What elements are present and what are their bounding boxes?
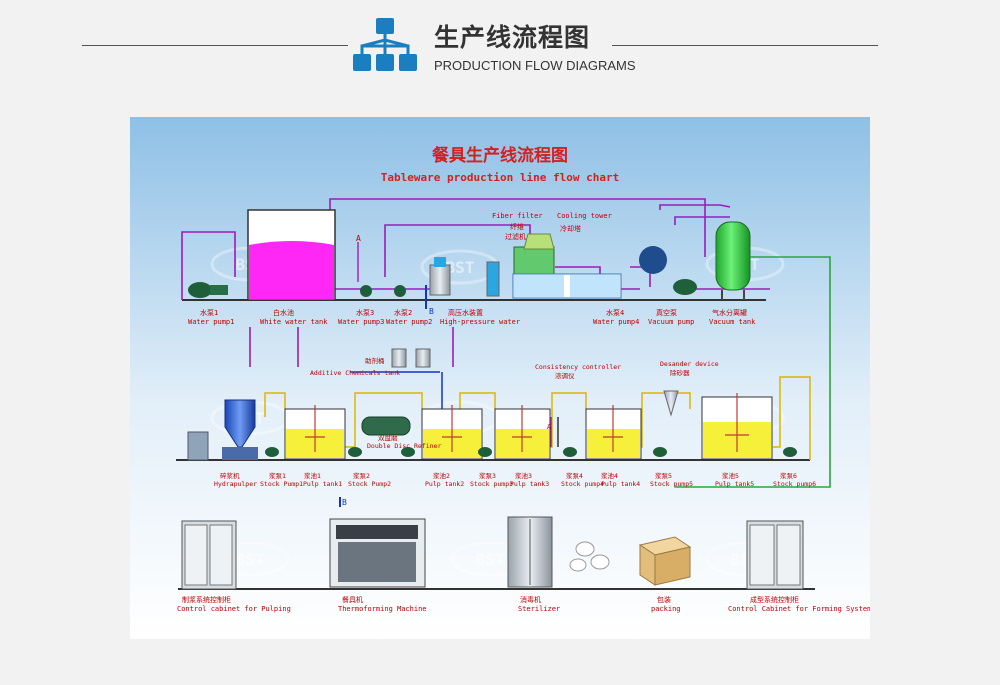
svg-text:Cooling tower: Cooling tower — [557, 212, 612, 220]
hydrapulper-motor — [187, 431, 209, 461]
svg-text:packing: packing — [651, 605, 681, 613]
row3-labels: 制浆系统控制柜 Control cabinet for Pulping 餐具机 … — [177, 595, 870, 613]
svg-text:浆泵1: 浆泵1 — [269, 471, 286, 480]
svg-text:Thermoforming Machine: Thermoforming Machine — [338, 605, 427, 613]
header-line-left — [82, 45, 348, 46]
svg-text:BST: BST — [236, 550, 265, 569]
svg-text:Double Disc Refiner: Double Disc Refiner — [367, 442, 441, 450]
svg-text:浆泵2: 浆泵2 — [353, 471, 370, 480]
svg-text:Water pump2: Water pump2 — [386, 318, 432, 326]
cooling-tower — [523, 233, 555, 250]
section-header: 生产线流程图 PRODUCTION FLOW DIAGRAMS — [0, 0, 1000, 110]
svg-text:Hydrapulper: Hydrapulper — [214, 480, 257, 488]
svg-text:浆泵4: 浆泵4 — [566, 471, 583, 480]
desander — [663, 390, 679, 417]
white-water-tank-fill — [249, 241, 334, 299]
svg-text:消毒机: 消毒机 — [520, 595, 541, 604]
svg-text:气水分离罐: 气水分离罐 — [712, 308, 747, 317]
diagram-title-cn: 餐具生产线流程图 — [432, 145, 568, 166]
svg-text:Stock pump5: Stock pump5 — [650, 480, 693, 488]
row2-labels: 助剂桶 Additive Chemicals tank Consistency … — [214, 356, 816, 488]
svg-text:Stock pump3: Stock pump3 — [470, 480, 513, 488]
svg-text:冷却塔: 冷却塔 — [560, 224, 581, 233]
header-line-right — [612, 45, 878, 46]
svg-text:浆池5: 浆池5 — [722, 471, 739, 480]
svg-text:除砂器: 除砂器 — [670, 368, 690, 377]
svg-text:成型系统控制柜: 成型系统控制柜 — [750, 595, 799, 604]
double-disc-refiner — [361, 416, 411, 436]
svg-text:Pulp tank3: Pulp tank3 — [510, 480, 549, 488]
tank-agitators — [305, 393, 749, 452]
svg-text:水泵1: 水泵1 — [200, 308, 218, 317]
svg-text:碎浆机: 碎浆机 — [220, 471, 240, 480]
svg-text:Pulp tank1: Pulp tank1 — [303, 480, 342, 488]
svg-text:White water tank: White water tank — [260, 318, 328, 326]
svg-text:浆池4: 浆池4 — [601, 471, 618, 480]
svg-text:水泵2: 水泵2 — [394, 308, 412, 317]
additive-tank-1 — [391, 348, 407, 368]
svg-text:Pulp tank4: Pulp tank4 — [601, 480, 640, 488]
svg-text:餐具机: 餐具机 — [342, 595, 363, 604]
row3-marker-b: B — [342, 498, 347, 507]
svg-text:浓调仪: 浓调仪 — [555, 371, 575, 380]
svg-text:Water pump1: Water pump1 — [188, 318, 234, 326]
svg-text:Stock Pump2: Stock Pump2 — [348, 480, 391, 488]
row1-pumps — [188, 246, 697, 298]
fiber-filter-machine — [513, 246, 555, 275]
hp-column — [486, 261, 500, 297]
svg-text:Stock Pump1: Stock Pump1 — [260, 480, 303, 488]
svg-text:浆泵5: 浆泵5 — [655, 471, 672, 480]
svg-text:Pulp tank2: Pulp tank2 — [425, 480, 464, 488]
row1-labels: 水泵1 Water pump1 白水池 White water tank 水泵3… — [188, 212, 756, 326]
svg-text:浆泵6: 浆泵6 — [780, 471, 797, 480]
svg-text:Stock pump6: Stock pump6 — [773, 480, 816, 488]
svg-text:Water pump3: Water pump3 — [338, 318, 384, 326]
additive-tank-2 — [415, 348, 431, 368]
row1-marker-b: B — [429, 307, 434, 316]
svg-text:水泵4: 水泵4 — [606, 308, 624, 317]
row1-marker-a: A — [356, 234, 361, 243]
svg-text:包装: 包装 — [657, 595, 671, 604]
svg-text:白水池: 白水池 — [273, 308, 294, 317]
page-title-cn: 生产线流程图 — [434, 23, 591, 52]
svg-text:浆池3: 浆池3 — [515, 471, 532, 480]
svg-text:Vacuum pump: Vacuum pump — [648, 318, 694, 326]
svg-text:水泵3: 水泵3 — [356, 308, 374, 317]
row2-pumps — [265, 447, 797, 457]
hierarchy-icon — [353, 18, 417, 71]
svg-text:BST: BST — [476, 550, 505, 569]
svg-text:真空泵: 真空泵 — [656, 308, 677, 317]
svg-text:制浆系统控制柜: 制浆系统控制柜 — [182, 595, 231, 604]
svg-text:Consistency controller: Consistency controller — [535, 363, 621, 371]
svg-text:Fiber filter: Fiber filter — [492, 212, 543, 220]
high-pressure-water-unit — [429, 264, 451, 296]
vacuum-tank — [715, 221, 751, 291]
svg-text:Additive Chemicals tank: Additive Chemicals tank — [310, 369, 400, 377]
svg-text:Vacuum tank: Vacuum tank — [709, 318, 756, 326]
svg-text:Desander device: Desander device — [660, 360, 719, 368]
svg-text:High-pressure water: High-pressure water — [440, 318, 520, 326]
svg-text:Sterilizer: Sterilizer — [518, 605, 560, 613]
svg-text:高压水装置: 高压水装置 — [448, 308, 483, 317]
svg-text:Control Cabinet for Forming Sy: Control Cabinet for Forming System — [728, 605, 870, 613]
svg-text:浆池2: 浆池2 — [433, 471, 450, 480]
vacuum-return-line — [675, 256, 831, 488]
svg-text:纤维: 纤维 — [510, 222, 524, 231]
page-title-en: PRODUCTION FLOW DIAGRAMS — [434, 58, 636, 73]
row2-marker-a: A — [547, 423, 552, 431]
svg-text:Pulp tank5: Pulp tank5 — [715, 480, 754, 488]
svg-text:浆泵3: 浆泵3 — [479, 471, 496, 480]
diagram-title-en: Tableware production line flow chart — [381, 171, 619, 184]
svg-text:BST: BST — [446, 258, 475, 277]
svg-text:Stock pump4: Stock pump4 — [561, 480, 604, 488]
svg-text:Control cabinet for Pulping: Control cabinet for Pulping — [177, 605, 291, 613]
svg-text:过滤机: 过滤机 — [505, 232, 526, 241]
svg-text:双盘磨: 双盘磨 — [378, 433, 398, 442]
tableware-products — [569, 541, 610, 572]
svg-text:浆池1: 浆池1 — [304, 471, 321, 480]
svg-text:Water pump4: Water pump4 — [593, 318, 639, 326]
svg-text:助剂桶: 助剂桶 — [365, 356, 385, 365]
